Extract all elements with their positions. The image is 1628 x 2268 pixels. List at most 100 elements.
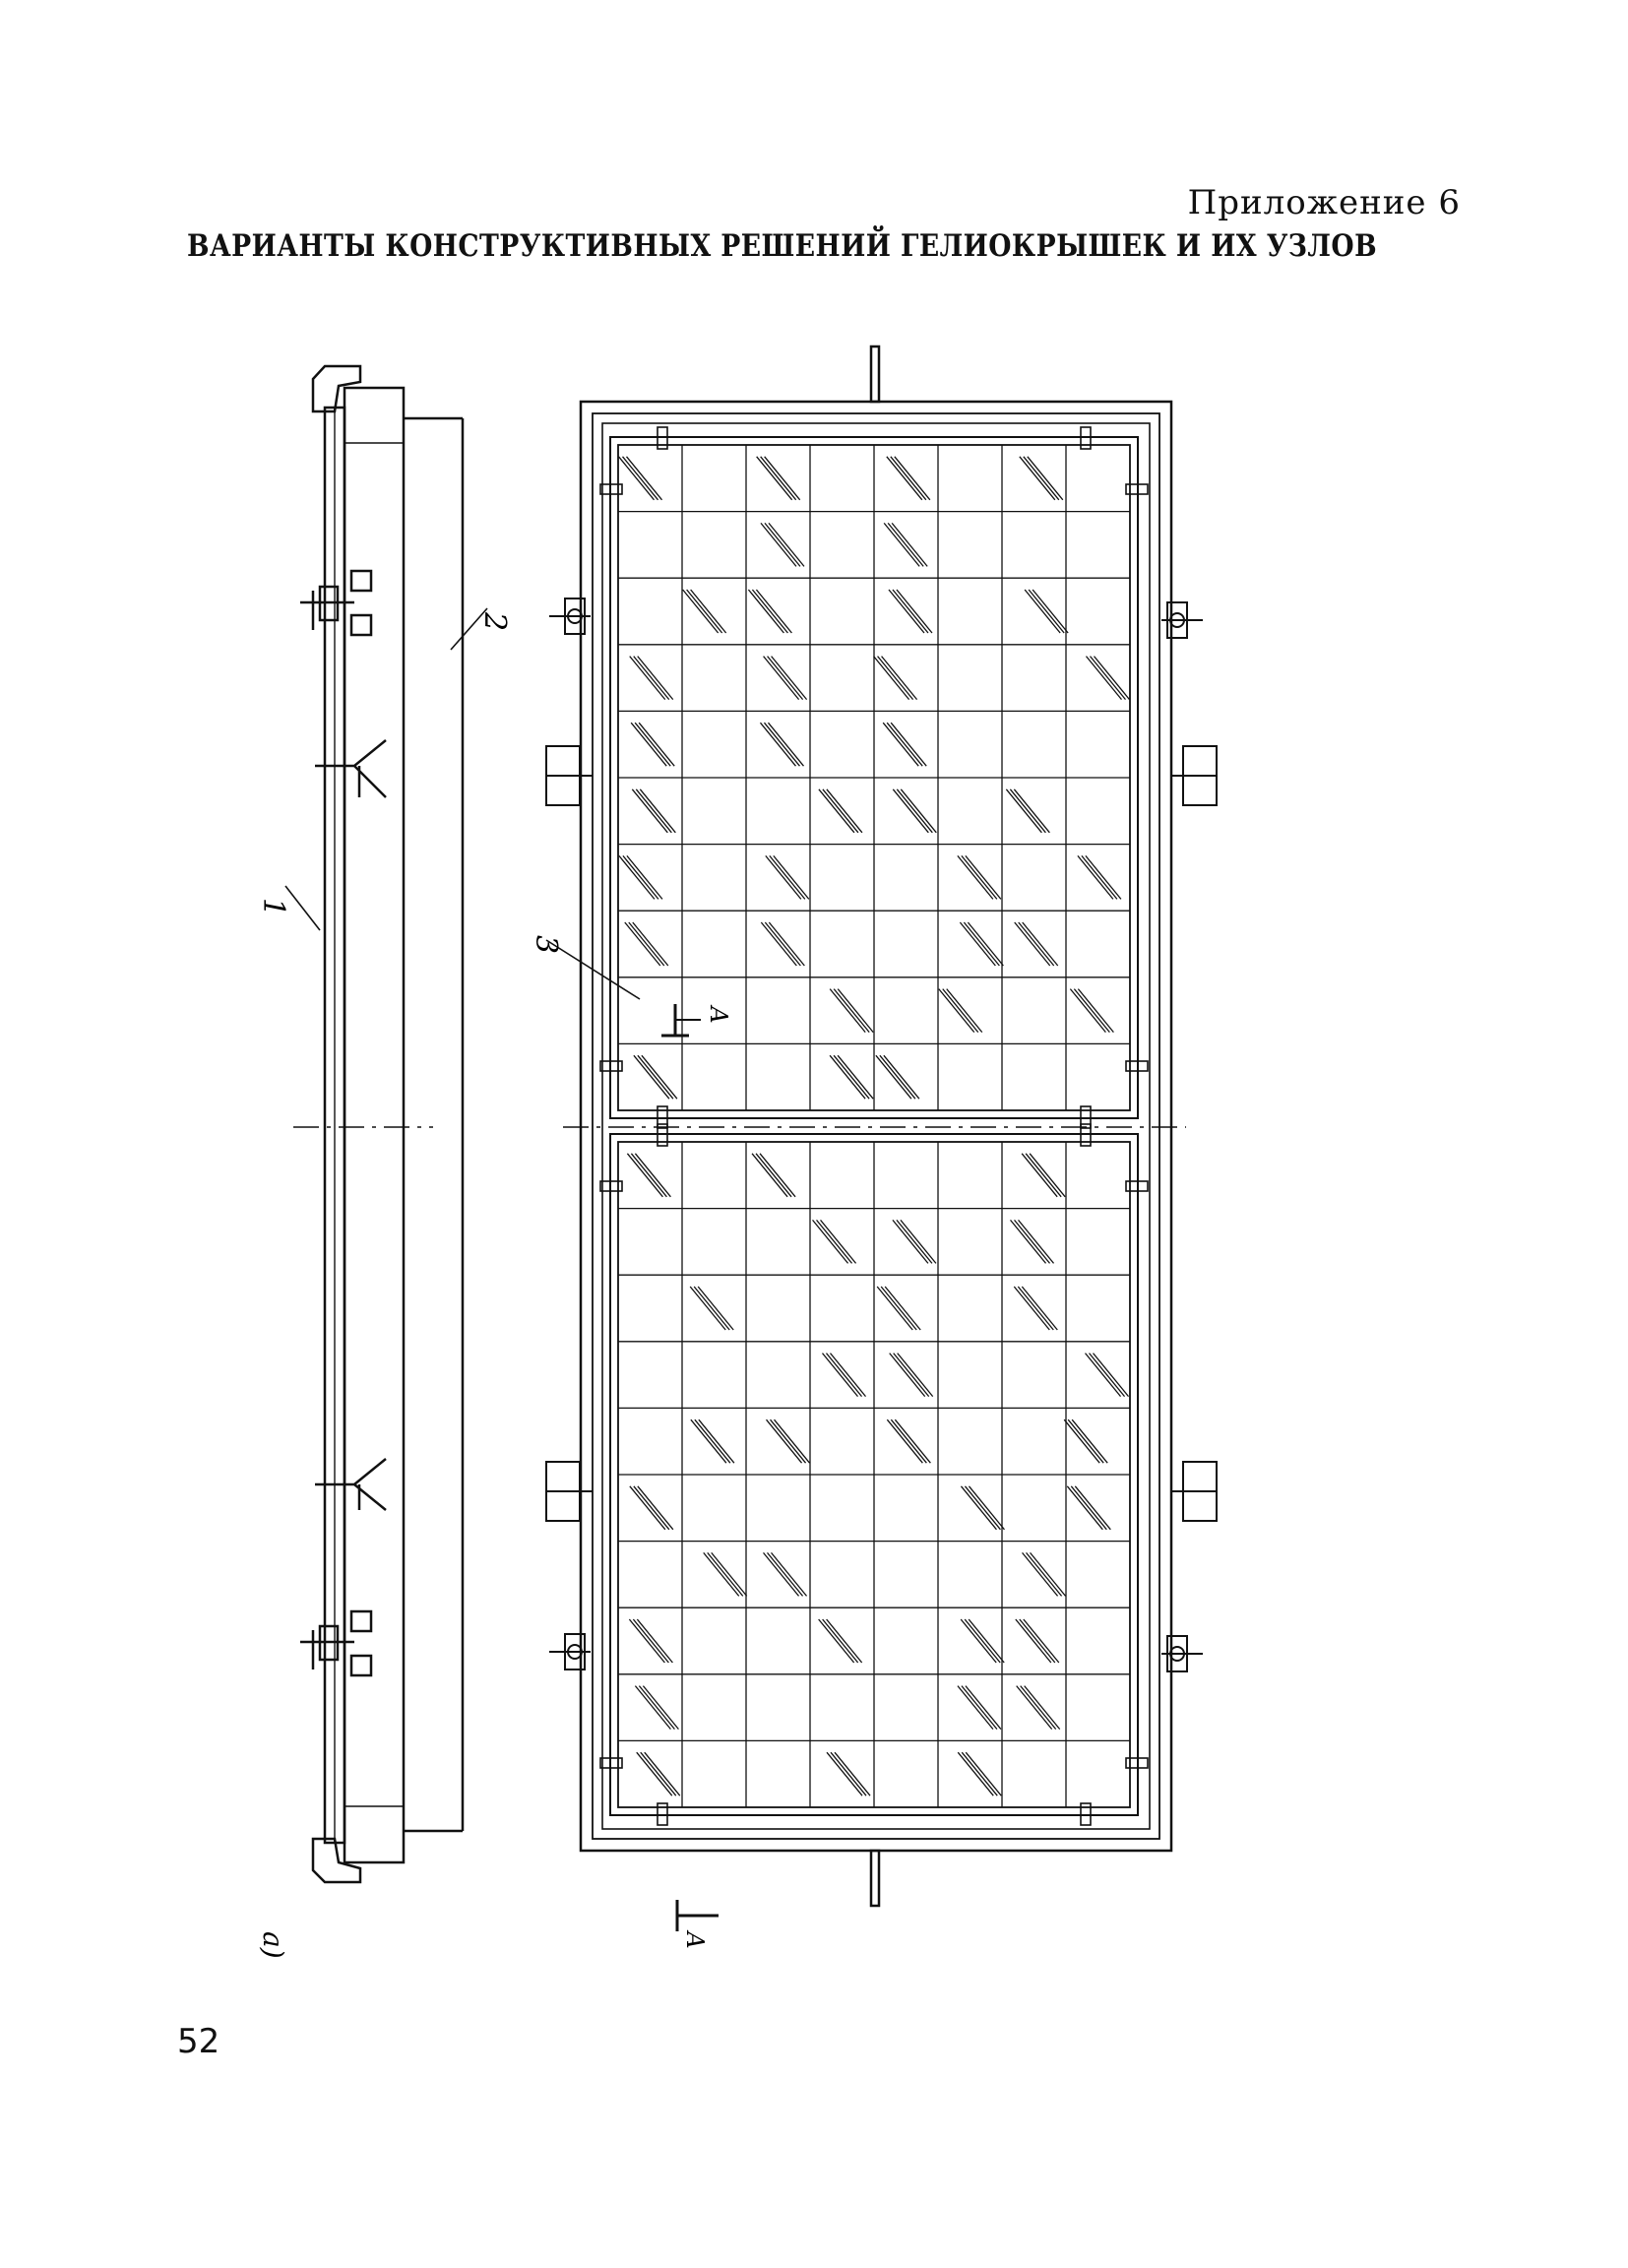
section-label-lower: А — [681, 1929, 709, 1949]
glass-hatch — [967, 921, 1004, 967]
glass-hatch — [965, 1751, 1002, 1796]
glass-hatch — [896, 589, 933, 634]
glass-hatch — [1024, 1685, 1061, 1731]
glass-hatch — [703, 1551, 740, 1597]
glass-hatch — [633, 1485, 670, 1531]
glass-hatch — [634, 1153, 671, 1198]
side-view-elevation — [293, 364, 465, 1884]
glass-hatch — [965, 1685, 1002, 1731]
glass-hatch — [759, 722, 796, 767]
glass-hatch — [1024, 589, 1061, 634]
glass-hatch — [690, 589, 727, 634]
glass-hatch — [879, 1054, 916, 1100]
glass-hatch — [1020, 1685, 1057, 1731]
glass-hatch — [773, 854, 810, 900]
glass-hatch — [942, 988, 979, 1034]
glass-hatch — [897, 1353, 934, 1398]
glass-hatch — [617, 456, 656, 501]
glass-hatch — [707, 1551, 744, 1597]
glass-hatch — [837, 1054, 874, 1100]
glass-hatch — [963, 921, 1000, 967]
glass-hatch — [693, 1286, 730, 1331]
glass-hatch — [886, 1418, 923, 1464]
glass-hatch — [1016, 1685, 1053, 1731]
glass-hatch — [886, 456, 923, 501]
glass-hatch — [639, 788, 676, 834]
glass-hatch — [837, 988, 874, 1034]
mounting-clip — [657, 1105, 668, 1129]
glass-hatch — [946, 988, 983, 1034]
glass-hatch — [636, 1751, 673, 1796]
glass-hatch — [818, 788, 855, 834]
glass-hatch — [829, 1054, 866, 1100]
glass-hatch — [1022, 1551, 1059, 1597]
glass-hatch — [888, 589, 925, 634]
glass-hatch — [1085, 1353, 1122, 1398]
mounting-clip — [599, 1757, 623, 1769]
glass-hatch — [763, 722, 800, 767]
glass-hatch — [689, 1286, 726, 1331]
glass-hatch — [637, 1485, 674, 1531]
glass-hatch — [698, 1418, 735, 1464]
glass-hatch — [816, 1219, 853, 1264]
glass-hatch — [755, 589, 792, 634]
glass-hatch — [690, 1418, 727, 1464]
glass-hatch — [1025, 1153, 1062, 1198]
glass-hatch — [884, 1286, 921, 1331]
glass-hatch — [812, 1219, 849, 1264]
callout-leader-1 — [284, 885, 321, 931]
glass-hatch — [760, 921, 797, 967]
glass-hatch — [634, 1685, 671, 1731]
panel-1 — [599, 426, 1149, 1129]
glass-hatch — [1013, 1286, 1050, 1331]
glass-hatch — [1023, 456, 1060, 501]
glass-hatch — [633, 656, 670, 701]
glass-hatch — [1077, 854, 1114, 900]
glass-hatch — [628, 1618, 665, 1664]
callout-3: 3 — [529, 935, 563, 954]
glass-hatch — [625, 456, 663, 501]
glass-hatch — [1021, 1153, 1058, 1198]
glass-hatch — [1022, 921, 1059, 967]
glass-hatch — [886, 722, 923, 767]
glass-hatch — [638, 1685, 675, 1731]
mounting-clip — [599, 483, 623, 495]
glass-hatch — [637, 656, 674, 701]
glass-hatch — [682, 589, 720, 634]
glass-hatch — [764, 522, 801, 567]
glass-hatch — [686, 589, 723, 634]
glass-hatch — [632, 921, 669, 967]
glass-hatch — [621, 456, 659, 501]
mounting-clip — [657, 1123, 668, 1147]
mounting-clip — [1080, 1123, 1092, 1147]
glass-hatch — [883, 522, 920, 567]
glass-hatch — [961, 1685, 998, 1731]
page-title: ВАРИАНТЫ КОНСТРУКТИВНЫХ РЕШЕНИЙ ГЕЛИОКРЫ… — [187, 228, 1378, 264]
glass-hatch — [820, 1219, 857, 1264]
glass-hatch — [882, 722, 919, 767]
glass-hatch — [697, 1286, 734, 1331]
glass-hatch — [957, 854, 994, 900]
glass-hatch — [957, 1751, 994, 1796]
glass-hatch — [896, 788, 933, 834]
glass-hatch — [968, 1485, 1005, 1531]
glass-hatch — [877, 656, 914, 701]
glass-hatch — [1018, 1219, 1055, 1264]
glass-hatch — [826, 788, 863, 834]
section-mark-upper — [661, 1004, 701, 1038]
glass-hatch — [834, 1751, 871, 1796]
glass-hatch — [964, 1618, 1001, 1664]
glass-hatch — [961, 854, 998, 900]
mounting-clip — [1080, 426, 1092, 450]
glass-hatch — [829, 1353, 867, 1398]
glass-hatch — [891, 522, 928, 567]
glass-hatch — [873, 656, 910, 701]
glass-hatch — [1085, 854, 1122, 900]
glass-hatch — [768, 921, 805, 967]
glass-hatch — [634, 722, 671, 767]
mounting-clip — [1080, 1105, 1092, 1129]
callout-leader-2 — [450, 607, 488, 651]
glass-hatch — [628, 921, 665, 967]
glass-hatch — [1081, 854, 1118, 900]
